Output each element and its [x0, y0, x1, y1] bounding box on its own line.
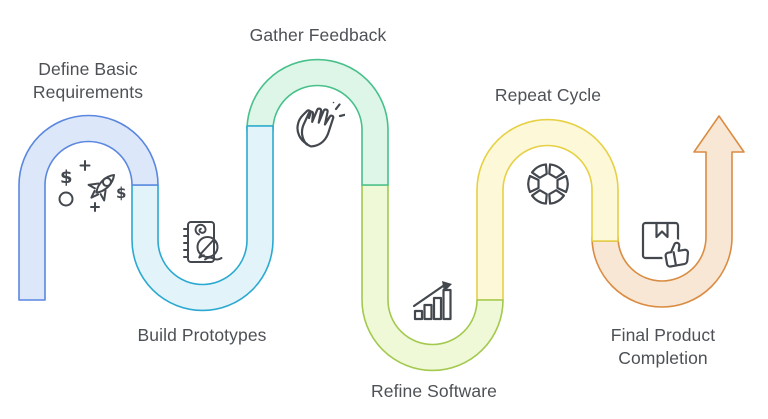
- path-segment-gather-feedback: [246, 58, 389, 186]
- label-line: Requirements: [32, 81, 144, 102]
- label-line: Repeat Cycle: [494, 85, 602, 105]
- label-line: Gather Feedback: [249, 25, 387, 45]
- step-label-build-prototypes: Build Prototypes: [137, 324, 266, 347]
- rocket-dollars-icon: $ $: [58, 160, 132, 212]
- clapping-hands-icon: [293, 99, 345, 153]
- step-label-define-basic-requirements: Define Basic Requirements: [33, 58, 143, 103]
- step-label-repeat-cycle: Repeat Cycle: [495, 84, 601, 107]
- path-segment-final-product-completion: [591, 115, 745, 308]
- label-line: Refine Software: [370, 381, 498, 401]
- notebook-pen-icon: [179, 217, 225, 269]
- svg-text:$: $: [60, 167, 73, 188]
- path-segment-define-requirements: [18, 114, 159, 301]
- step-label-gather-feedback: Gather Feedback: [250, 24, 387, 47]
- path-segment-repeat-cycle: [476, 118, 619, 301]
- growth-chart-icon: [410, 277, 458, 325]
- cycle-shutter-icon: [525, 161, 571, 207]
- label-line: Define Basic: [38, 59, 138, 79]
- path-segment-refine-software: [361, 184, 504, 372]
- label-line: Final Product: [610, 325, 716, 345]
- step-label-refine-software: Refine Software: [371, 380, 497, 403]
- label-line: Build Prototypes: [137, 325, 267, 345]
- step-label-final-product-completion: Final Product Completion: [611, 324, 715, 369]
- label-line: Completion: [618, 347, 708, 368]
- package-approved-icon: [640, 217, 693, 269]
- svg-text:$: $: [116, 184, 126, 202]
- path-segment-build-prototypes: [131, 125, 274, 312]
